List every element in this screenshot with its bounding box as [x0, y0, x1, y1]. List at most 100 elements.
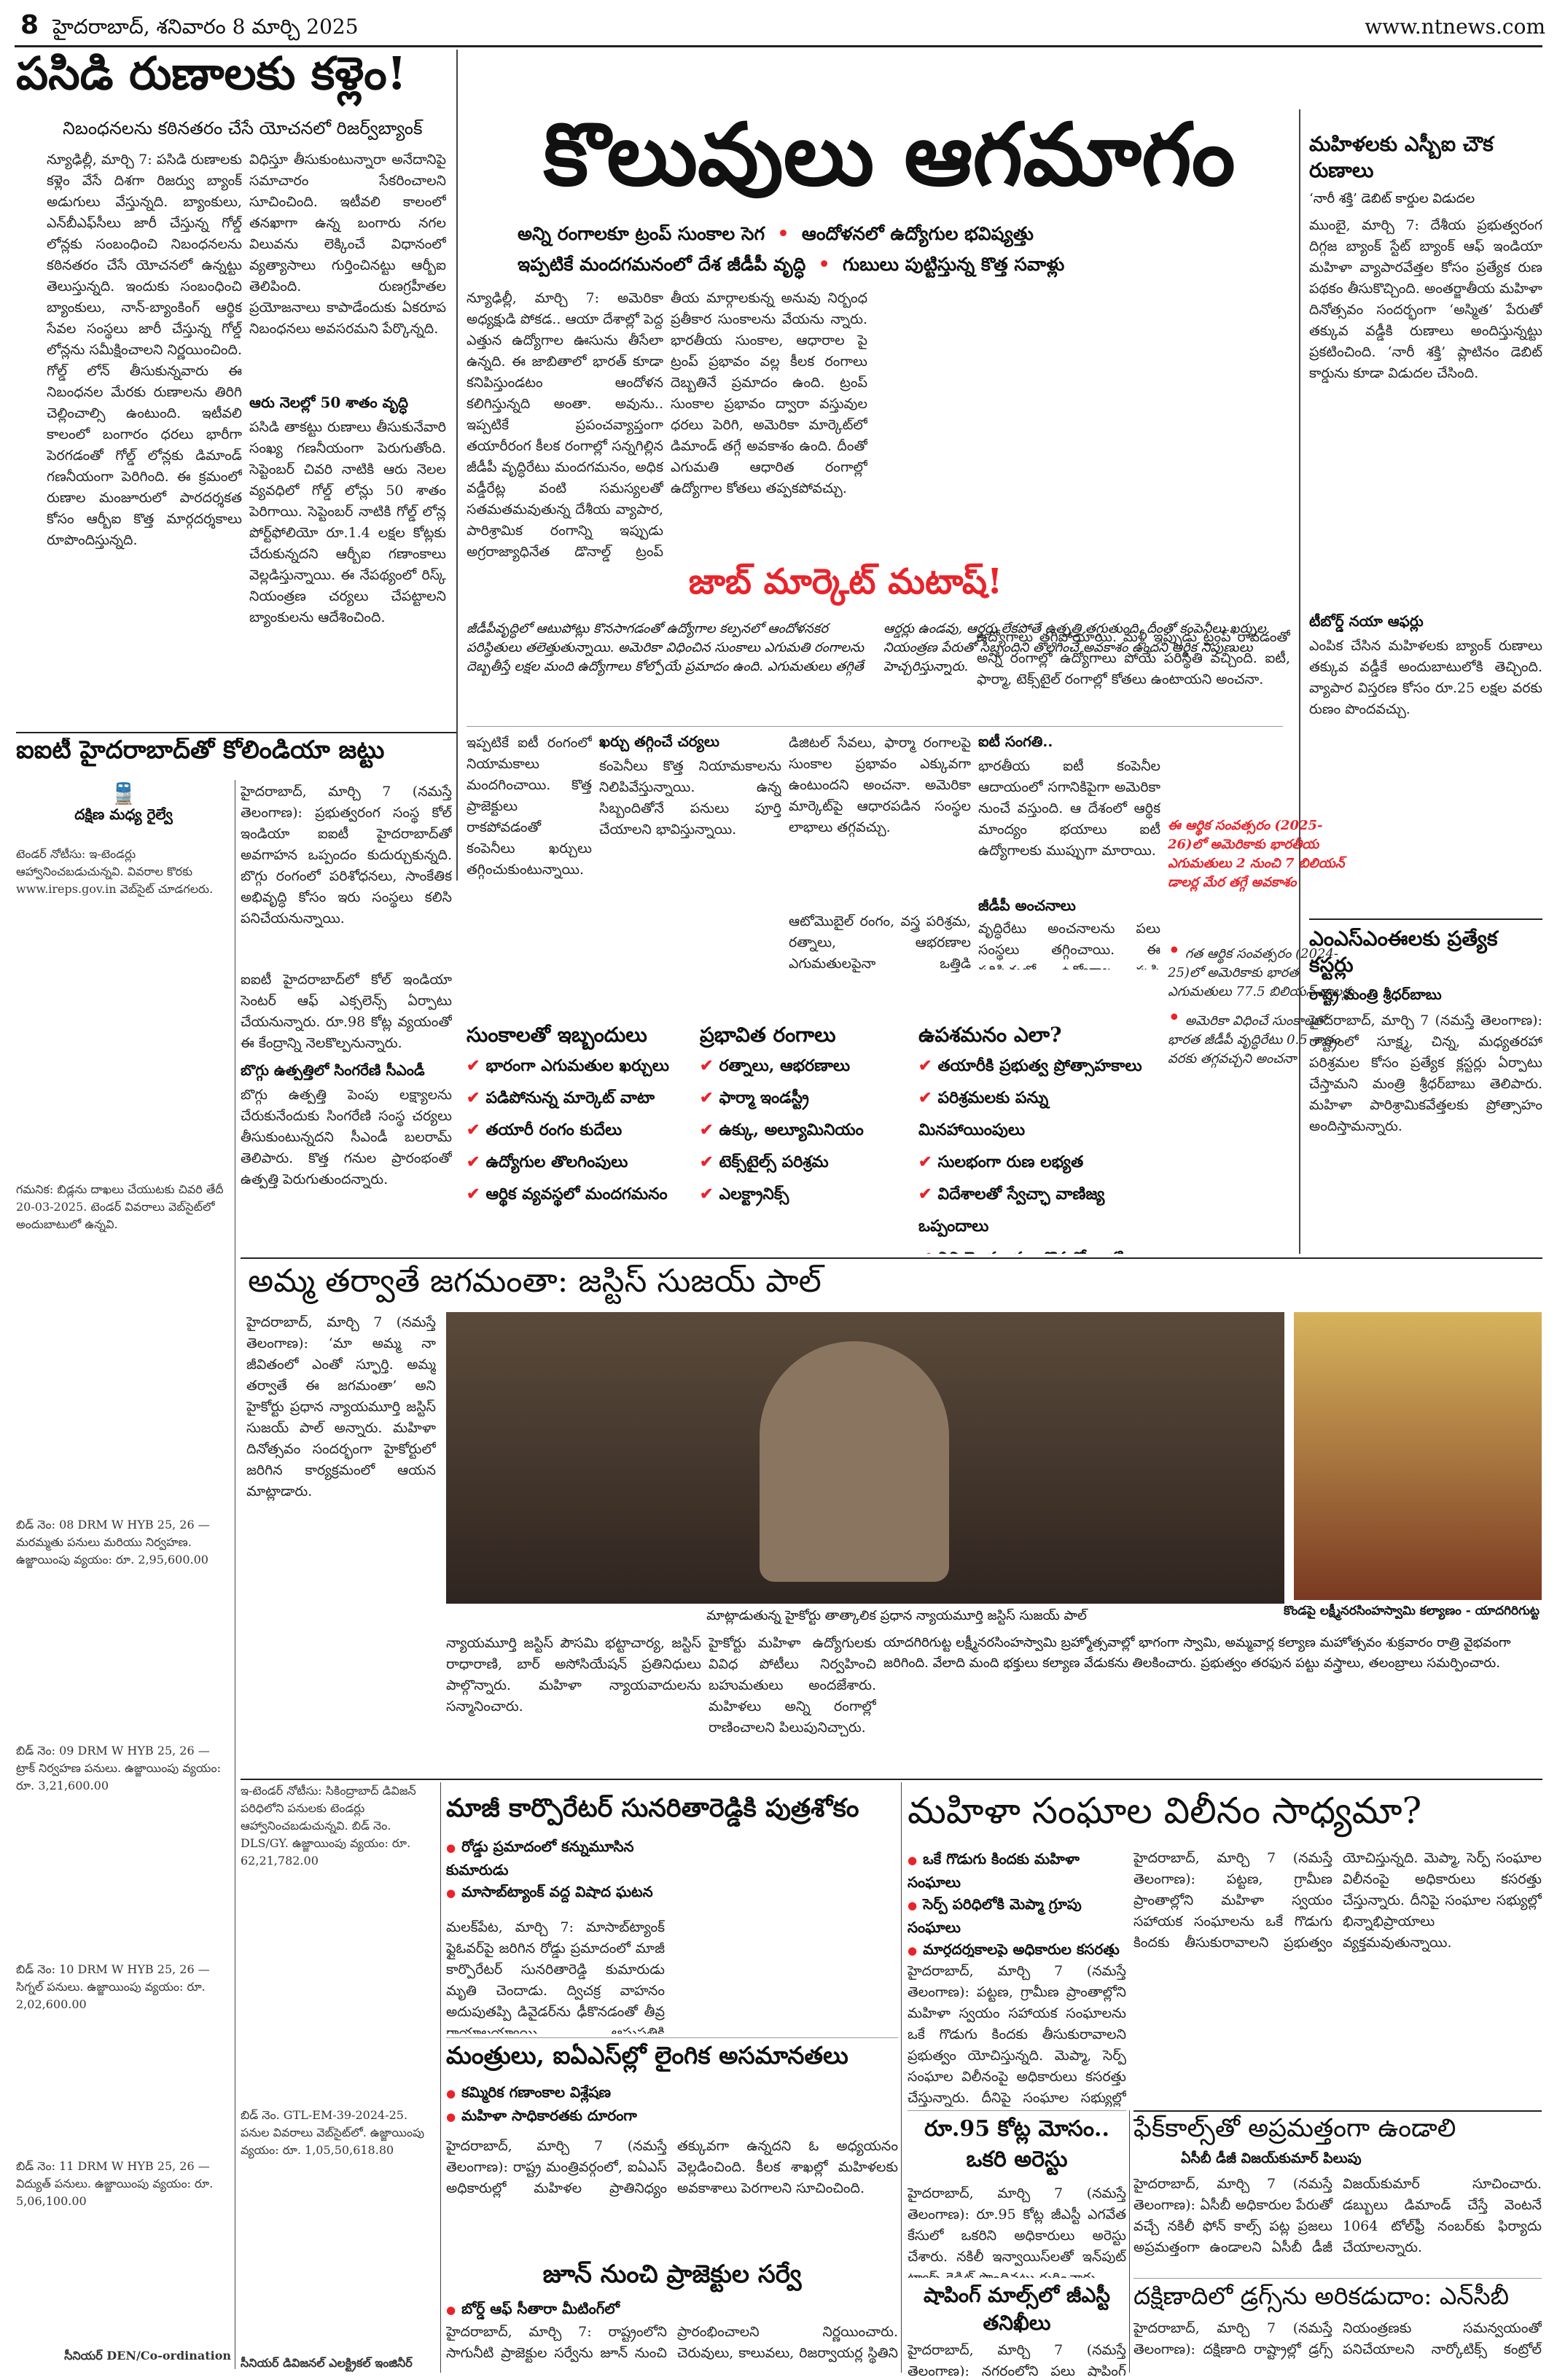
- main-intro: జీడీపీవృద్ధిలో ఆటుపోట్లు కొనసాగడంతో ఉద్య…: [467, 620, 1283, 722]
- header-rule: [15, 45, 1542, 47]
- main-sub-1: ఖర్చు తగ్గించే చర్యలు: [599, 733, 719, 750]
- ministers-bullet-2: మహిళా సాధికారతకు దూరంగా పదవులు: [446, 2104, 665, 2132]
- grid-item: పడిపోనున్న మార్కెట్‌ వాటా: [467, 1082, 685, 1114]
- stat-bullet-2: అమెరికా విధించే సుంకాలతో భారత జీడీపీ వృద…: [1168, 1009, 1357, 1069]
- main-stat-box: ఈ ఆర్థిక సంవత్సరం (2025-26)లో అమెరికాకు …: [1168, 818, 1345, 890]
- main-deck-2a: ఇప్పటికే మందగమనంలో దేశ జీడీపీ వృద్ధి: [518, 254, 806, 275]
- main-body-2: తీయ మార్గాలకున్న అనువు నిర్బంధ ప్రతీకార …: [671, 290, 867, 496]
- section-rule: [908, 2110, 1126, 2111]
- amma-body-3: హైకోర్టు మహిళా ఉద్యోగులకు వివిధ పోటీలు న…: [709, 1635, 876, 1736]
- intro-rule: [467, 726, 1283, 727]
- mid-ad-1: ఇ-టెండర్‌ నోటీసు: సికింద్రాబాద్‌ డివిజన్…: [241, 1784, 416, 1868]
- grid-item: విదేశాలతో స్వేచ్ఛా వాణిజ్య ఒప్పందాలు: [918, 1178, 1152, 1242]
- coal-india-headline: ఐఐటీ హైదరాబాద్‌తో కోలిండియా జట్టు: [16, 738, 385, 765]
- grid-item: ఫార్మా ఇండస్ట్రీ: [700, 1082, 904, 1114]
- coal-india-body-3: బొగ్గు ఉత్పత్తి పెంపు లక్ష్యాలను చేరుకున…: [241, 1087, 452, 1187]
- section-rule: [1133, 2110, 1542, 2112]
- sbi-body: ముంబై, మార్చి 7: దేశీయ ప్రభుత్వరంగ దిగ్గ…: [1309, 217, 1542, 381]
- main-sub-2-body: భారతీయ ఐటీ కంపెనీల ఆదాయంలో సగానికిపైగా అ…: [978, 758, 1160, 859]
- sunitha-bullet-1: రోడ్డు ప్రమాదంలో కన్నుమూసిన కుమారుడు: [446, 1835, 665, 1881]
- grid-col-relief: ఉపశమనం ఎలా? తయారీకి ప్రభుత్వ ప్రోత్సాహకా…: [918, 1021, 1152, 1254]
- grid-col-sectors: ప్రభావిత రంగాలు రత్నాలు, ఆభరణాలు ఫార్మా …: [700, 1021, 904, 1254]
- website-url[interactable]: www.ntnews.com: [1365, 15, 1545, 39]
- grid-col-1-list: భారంగా ఎగుమతుల ఖర్చులు పడిపోనున్న మార్కె…: [467, 1050, 685, 1210]
- gold-loans-body-3: పసిడి తాకట్టు రుణాలు తీసుకునేవారి సంఖ్య …: [249, 419, 446, 625]
- mid-ad-signoff: సీనియర్‌ డివిజనల్‌ ఎలక్ట్రికల్‌ ఇంజినీర్…: [241, 2356, 413, 2370]
- sbi-headline: మహిళలకు ఎస్బీఐ చౌక రుణాలు: [1309, 132, 1494, 182]
- gold-loans-body-2: విధిస్తూ తీసుకుంటున్నారా అనేదానిపై సమాచా…: [249, 152, 446, 337]
- ministers-bullet-1: కమ్మిరిక గణాంకాల విశ్లేషణ: [446, 2081, 665, 2104]
- temple-caption-text: యాదగిరిగుట్ట లక్ష్మీనరసింహస్వామి బ్రహ్మో…: [883, 1635, 1511, 1671]
- msme-body: హైదరాబాద్‌, మార్చి 7 (నమస్తే తెలంగాణ): ర…: [1309, 1013, 1542, 1134]
- shg-bullets: ఒకే గొడుగు కిందకు మహిళా సంఘాలు సెర్ప్‌ ప…: [908, 1848, 1126, 1957]
- column-rule: [456, 50, 458, 881]
- rail-signoff: సీనియర్‌ DEN/Co-ordination: [64, 2349, 231, 2363]
- section-rule: [16, 732, 456, 733]
- ministers-body: హైదరాబాద్‌, మార్చి 7 (నమస్తే తెలంగాణ): ర…: [446, 2138, 898, 2196]
- temple-caption: కొండపై లక్ష్మీనరసింహస్వామి కల్యాణం - యాద…: [1283, 1604, 1540, 1618]
- malls-body: హైదరాబాద్‌, మార్చి 7 (నమస్తే తెలంగాణ): న…: [908, 2342, 1126, 2376]
- justice-photo-caption: మాట్లాడుతున్న హైకోర్టు తాత్కాలిక ప్రధాన …: [706, 1608, 1087, 1623]
- sbi-subhead: ‘నారీ శక్తి’ డెబిట్‌ కార్డుల విడుదల: [1309, 191, 1475, 206]
- column-rule: [1299, 109, 1300, 1254]
- grid-col-problems: సుంకాలతో ఇబ్బందులు భారంగా ఎగుమతుల ఖర్చుల…: [467, 1021, 685, 1254]
- msme-subhead: రాష్ట్ర మంత్రి శ్రీధర్‌బాబు: [1309, 986, 1442, 1003]
- rail-tender-6: బిడ్‌ నెం: 11 DRM W HYB 25, 26 — విద్యుత…: [16, 2159, 214, 2208]
- grid-item: భారంగా ఎగుమతుల ఖర్చులు: [467, 1050, 685, 1082]
- grid-item: తయారీకి ప్రభుత్వ ప్రోత్సాహకాలు: [918, 1050, 1152, 1082]
- msme-headline: ఎంఎస్‌ఎంఈలకు ప్రత్యేక కస్టర్లు: [1309, 926, 1498, 977]
- dateline: హైదరాబాద్‌, శనివారం 8 మార్చి 2025: [52, 15, 359, 39]
- shg-bullet-3: మార్గదర్శకాలపై అధికారుల కసరత్తు: [908, 1938, 1126, 1957]
- fraud-headline: రూ.95 కోట్ల మోసం.. ఒకరి అరెస్టు: [924, 2116, 1109, 2172]
- section-rule: [446, 2037, 898, 2038]
- gold-loans-subhead: నిబంధనలను కఠినతరం చేసే యోచనలో రిజర్వ్‌బ్…: [63, 118, 423, 138]
- grid-item: పరిశ్రమలకు పన్ను మినహాయింపులు: [918, 1082, 1152, 1146]
- gold-loans-body-1: న్యూఢిల్లీ, మార్చి 7: పసిడి రుణాలకు కళ్ల…: [47, 152, 242, 548]
- fake-calls-sub: ఏసీబీ డీజీ విజయ్‌కుమార్‌ పిలుపు: [1181, 2150, 1362, 2166]
- job-market-kicker: జాబ్‌ మార్కెట్‌ మటాష్‌!: [688, 561, 1003, 602]
- grid-col-3-list: తయారీకి ప్రభుత్వ ప్రోత్సాహకాలు పరిశ్రమలక…: [918, 1050, 1152, 1254]
- drugs-headline: దక్షిణాదిలో డ్రగ్స్‌ను అరికడుదాం: ఎన్‌సీ…: [1133, 2282, 1510, 2310]
- rail-tender-3: బిడ్‌ నెం: 08 DRM W HYB 25, 26 — మరమ్మతు…: [16, 1518, 210, 1566]
- jobs-box: ఉద్యోగాలు తగ్గిపోయాయి. మళ్లీ ఇప్పుడు ట్ర…: [977, 629, 1290, 687]
- grid-item: రత్నాలు, ఆభరణాలు: [700, 1050, 904, 1082]
- grid-col-2-list: రత్నాలు, ఆభరణాలు ఫార్మా ఇండస్ట్రీ ఉక్కు,…: [700, 1050, 904, 1210]
- right-rule: [1309, 918, 1542, 920]
- main-sub-1-body: కంపెనీలు కొత్త నియామకాలను నిలిపివేస్తున్…: [599, 758, 781, 838]
- june-headline: జూన్‌ నుంచి ప్రాజెక్టుల సర్వే: [542, 2260, 802, 2289]
- tboard-head: టీబోర్డ్‌ నయా ఆఫర్లు: [1309, 612, 1424, 630]
- rail-tender-2: గమనిక: బిడ్లను దాఖలు చేయుటకు చివరి తేదీ …: [16, 1182, 224, 1231]
- gold-loans-headline: పసిడి రుణాలకు కళ్లెం!: [16, 50, 407, 100]
- shg-body-2: హైదరాబాద్‌, మార్చి 7 (నమస్తే తెలంగాణ): ప…: [1133, 1850, 1542, 1951]
- grid-col-3-head: ఉపశమనం ఎలా?: [918, 1023, 1062, 1047]
- amma-body-2: న్యాయమూర్తి జస్టిస్‌ పౌసమి భట్టాచార్య, జ…: [446, 1635, 701, 1714]
- main-sub-2: ఐటీ సంగతి..: [978, 733, 1053, 750]
- rail-logo-icon: 🚆: [111, 781, 136, 805]
- fake-calls-headline: ఫేక్‌కాల్స్‌తో అప్రమత్తంగా ఉండాలి: [1133, 2114, 1456, 2143]
- page-number: 8: [20, 10, 39, 39]
- ad-rule: [440, 1782, 441, 2373]
- column-rule: [1129, 2110, 1130, 2373]
- justice-photo: [446, 1312, 1284, 1604]
- coal-india-body-1: హైదరాబాద్‌, మార్చి 7 (నమస్తే తెలంగాణ): ప…: [241, 784, 452, 926]
- rail-tender-5: బిడ్‌ నెం: 10 DRM W HYB 25, 26 — సిగ్నల్…: [16, 1962, 210, 2011]
- coal-india-sub: బొగ్గు ఉత్పత్తిలో సింగరేణి సీఎండీ: [241, 1061, 425, 1079]
- shg-bullet-2: సెర్ప్‌ పరిధిలోకి మెప్మా గ్రూపు సంఘాలు: [908, 1893, 1126, 1938]
- gold-loans-subhead-2: ఆరు నెలల్లో 50 శాతం వృద్ధి: [249, 394, 409, 411]
- malls-headline: షాపింగ్‌ మాల్స్‌లో జీఎస్టీ తనిఖీలు: [923, 2283, 1111, 2335]
- sunitha-bullets: రోడ్డు ప్రమాదంలో కన్నుమూసిన కుమారుడు మాస…: [446, 1835, 665, 1916]
- sunitha-bullet-2: మాసాబ్‌ట్యాంక్‌ వద్ద విషాద ఘటన: [446, 1881, 665, 1904]
- rail-tender-4: బిడ్‌ నెం: 09 DRM W HYB 25, 26 — ట్రాక్‌…: [16, 1744, 221, 1792]
- shg-headline: మహిళా సంఘాల విలీనం సాధ్యమా?: [908, 1790, 1422, 1832]
- main-sub-3-body: వృద్ధిరేటు అంచనాలను పలు సంస్థలు తగ్గించా…: [978, 921, 1160, 969]
- rail-tender-1: టెండర్‌ నోటీసు: ఇ-టెండర్లు ఆహ్వానించబడుచ…: [16, 847, 214, 896]
- tariff-info-grid: సుంకాలతో ఇబ్బందులు భారంగా ఎగుమతుల ఖర్చుల…: [467, 1021, 1152, 1254]
- main-intro-1: జీడీపీవృద్ధిలో ఆటుపోట్లు కొనసాగడంతో ఉద్య…: [467, 621, 865, 674]
- grid-item: సులభంగా రుణ లభ్యత: [918, 1146, 1152, 1178]
- main-deck-1b: ఆందోళనలో ఉద్యోగుల భవిష్యత్తు: [801, 223, 1034, 244]
- main-deck-2b: గుబులు పుట్టిస్తున్న కొత్త సవాళ్లు: [843, 254, 1065, 275]
- grid-item: టెక్స్‌టైల్స్‌ పరిశ్రమ: [700, 1146, 904, 1178]
- sunitha-body-1: మలక్‌పేట, మార్చి 7: మాసాబ్‌ట్యాంక్‌ ఫ్లై…: [446, 1919, 665, 2034]
- amma-body-1: హైదరాబాద్‌, మార్చి 7 (నమస్తే తెలంగాణ): ‘…: [246, 1314, 436, 1499]
- column-rule: [901, 1782, 902, 2373]
